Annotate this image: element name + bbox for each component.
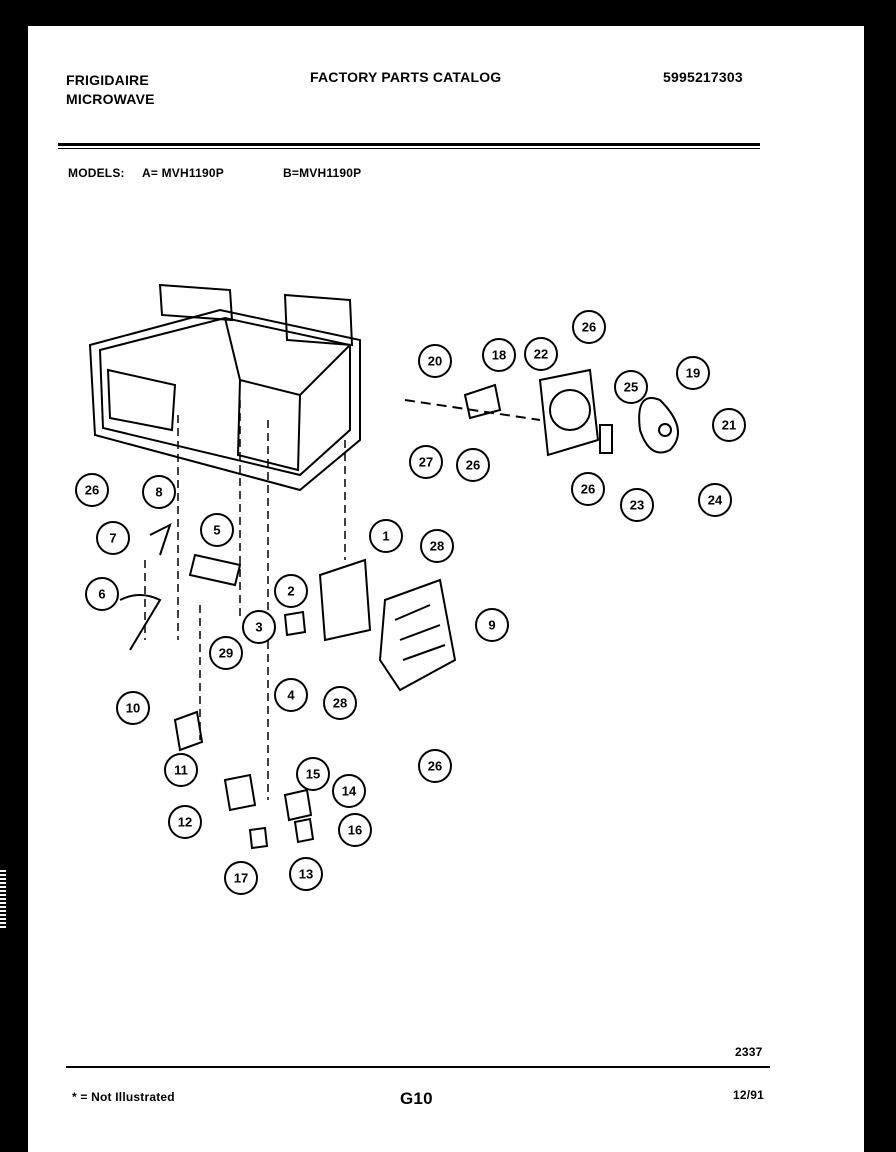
svg-text:14: 14 xyxy=(342,784,357,799)
catalog-number: 5995217303 xyxy=(663,69,743,85)
svg-text:2: 2 xyxy=(287,584,294,599)
callout-28-upper: 28 xyxy=(420,529,454,563)
magnetron-transformer xyxy=(318,558,457,692)
fan-assembly xyxy=(404,368,679,457)
callout-3: 3 xyxy=(242,610,276,644)
callout-23: 23 xyxy=(620,488,654,522)
callout-20: 20 xyxy=(418,344,452,378)
svg-text:23: 23 xyxy=(630,498,644,513)
svg-text:7: 7 xyxy=(109,531,116,546)
callout-5: 5 xyxy=(200,513,234,547)
catalog-title: FACTORY PARTS CATALOG xyxy=(310,69,502,85)
callout-27: 27 xyxy=(409,445,443,479)
svg-text:18: 18 xyxy=(492,348,506,363)
diagram-number: 2337 xyxy=(735,1045,763,1059)
svg-text:28: 28 xyxy=(430,539,444,554)
svg-text:24: 24 xyxy=(708,493,723,508)
callout-4: 4 xyxy=(274,678,308,712)
callout-1: 1 xyxy=(369,519,403,553)
models-label: MODELS: xyxy=(68,166,125,180)
callout-22: 22 xyxy=(524,337,558,371)
svg-text:26: 26 xyxy=(428,759,442,774)
svg-text:9: 9 xyxy=(488,618,495,633)
svg-text:13: 13 xyxy=(299,867,313,882)
svg-text:22: 22 xyxy=(534,347,548,362)
header-rule xyxy=(58,143,760,146)
microwave-cavity xyxy=(88,283,361,492)
callout-25: 25 xyxy=(614,370,648,404)
svg-text:26: 26 xyxy=(582,320,596,335)
callout-16: 16 xyxy=(338,813,372,847)
svg-text:21: 21 xyxy=(722,418,736,433)
callout-2: 2 xyxy=(274,574,308,608)
svg-text:16: 16 xyxy=(348,823,362,838)
callout-29: 29 xyxy=(209,636,243,670)
callout-26-left: 26 xyxy=(75,473,109,507)
svg-text:11: 11 xyxy=(174,763,188,778)
brand-line-1: FRIGIDAIRE xyxy=(66,72,149,88)
svg-text:28: 28 xyxy=(333,696,347,711)
footer-rule xyxy=(66,1066,770,1068)
callout-26-top: 26 xyxy=(572,310,606,344)
svg-text:3: 3 xyxy=(255,620,262,635)
callout-10: 10 xyxy=(116,691,150,725)
svg-text:26: 26 xyxy=(85,483,99,498)
callout-26-bottom-fan: 26 xyxy=(571,472,605,506)
callout-18: 18 xyxy=(482,338,516,372)
model-a: A= MVH1190P xyxy=(142,166,224,180)
svg-text:20: 20 xyxy=(428,354,442,369)
svg-text:19: 19 xyxy=(686,366,700,381)
callout-9: 9 xyxy=(475,608,509,642)
callout-8: 8 xyxy=(142,475,176,509)
callout-14: 14 xyxy=(332,774,366,808)
scan-edge-artifact xyxy=(0,870,6,930)
svg-text:1: 1 xyxy=(382,529,389,544)
model-b: B=MVH1190P xyxy=(283,166,362,180)
catalog-page xyxy=(28,26,864,1152)
callout-11: 11 xyxy=(164,753,198,787)
svg-text:5: 5 xyxy=(213,523,220,538)
legend-not-illustrated: * = Not Illustrated xyxy=(72,1090,175,1104)
callout-15: 15 xyxy=(296,757,330,791)
svg-text:12: 12 xyxy=(178,815,192,830)
callout-19: 19 xyxy=(676,356,710,390)
leader-lines xyxy=(144,400,346,800)
svg-text:10: 10 xyxy=(126,701,140,716)
switches-and-brackets xyxy=(119,523,315,850)
page-code: G10 xyxy=(400,1089,433,1108)
callout-12: 12 xyxy=(168,805,202,839)
brand-line-2: MICROWAVE xyxy=(66,91,155,107)
svg-text:26: 26 xyxy=(466,458,480,473)
svg-text:15: 15 xyxy=(306,767,320,782)
svg-text:4: 4 xyxy=(287,688,295,703)
svg-text:29: 29 xyxy=(219,646,233,661)
callout-13: 13 xyxy=(289,857,323,891)
callout-28-lower: 28 xyxy=(323,686,357,720)
catalog-date: 12/91 xyxy=(733,1088,765,1102)
svg-text:25: 25 xyxy=(624,380,638,395)
callout-26-left-fan: 26 xyxy=(456,448,490,482)
callout-17: 17 xyxy=(224,861,258,895)
svg-text:26: 26 xyxy=(581,482,595,497)
header-rule-thin xyxy=(58,148,760,149)
svg-text:8: 8 xyxy=(155,485,162,500)
callout-21: 21 xyxy=(712,408,746,442)
svg-text:6: 6 xyxy=(98,587,105,602)
callout-6: 6 xyxy=(85,577,119,611)
svg-text:27: 27 xyxy=(419,455,433,470)
callout-7: 7 xyxy=(96,521,130,555)
callout-26-lower: 26 xyxy=(418,749,452,783)
callout-24: 24 xyxy=(698,483,732,517)
svg-text:17: 17 xyxy=(234,871,248,886)
